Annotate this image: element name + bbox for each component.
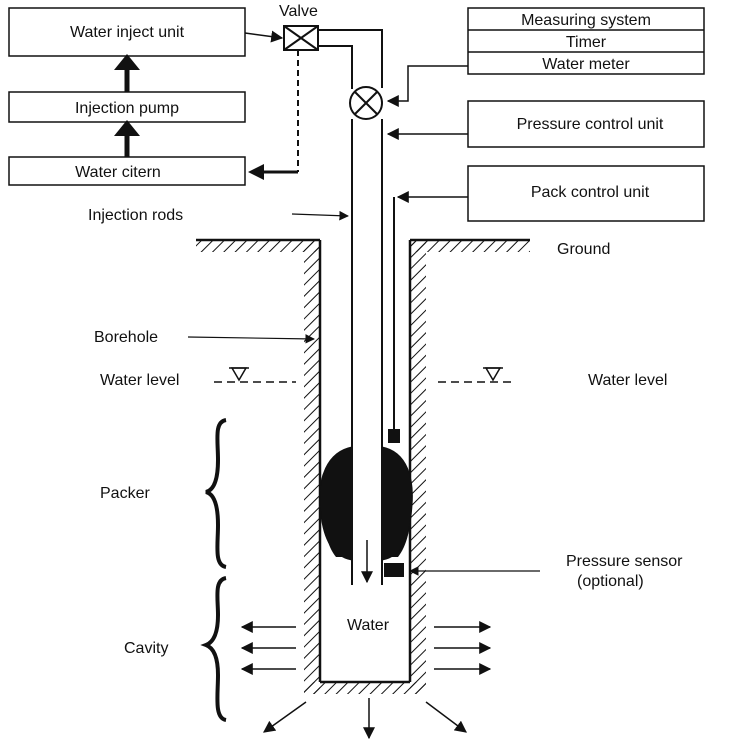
valve-outlet-pipe-inner [318,45,353,88]
measuring-system-group: Measuring system Timer Water meter [467,7,705,75]
packer-brace-icon [205,418,227,569]
packer-body-outline [319,446,413,561]
pressure-sensor-block [384,563,404,577]
ground-surface-right [410,238,530,252]
pressure-sensor-label: Pressure sensor [566,553,683,570]
pack-control-sensor [388,429,400,443]
packer-label: Packer [100,485,150,502]
return-arrow-to-citern [248,164,298,180]
water-meter-label: Water meter [542,56,630,73]
injection-rods-label: Injection rods [88,207,183,224]
valve-outlet-pipe [318,29,383,88]
injection-rods-pointer [291,210,349,221]
measuring-system-label: Measuring system [521,12,651,29]
pack-control-unit-label: Pack control unit [531,184,650,201]
ground-label: Ground [557,241,610,258]
water-level-left-label: Water level [100,372,179,389]
water-meter-connector [386,65,468,107]
seepage-arrows-bottom [263,698,467,740]
seepage-arrows-right [434,621,492,675]
borehole-wall-left [304,240,322,694]
pressure-control-unit-label: Pressure control unit [517,116,664,133]
flow-meter-icon [349,86,383,120]
valve-label: Valve [279,3,318,20]
borehole-wall-right [408,240,426,694]
ground-surface-left [196,238,320,252]
inject-to-valve-arrow [244,30,284,43]
injection-pump-box: Injection pump [8,91,246,123]
water-inject-unit-label: Water inject unit [70,24,185,41]
flow-arrow-pump-to-inject [114,54,140,92]
timer-label: Timer [566,34,607,51]
pressure-control-unit-box: Pressure control unit [467,100,705,148]
water-level-right-label: Water level [588,372,667,389]
water-level-right-marker [438,367,516,383]
water-label: Water [347,617,390,634]
seepage-arrows-left [240,621,296,675]
cavity-label: Cavity [124,640,168,657]
water-citern-box: Water citern [8,156,246,186]
water-level-left-marker [214,367,296,383]
injection-pump-label: Injection pump [75,100,179,117]
borehole-bottom [304,680,426,694]
flow-arrow-citern-to-pump [114,120,140,157]
pack-control-unit-box: Pack control unit [467,165,705,222]
borehole-pointer [187,334,315,344]
borehole-label: Borehole [94,329,158,346]
injection-rods [351,88,383,585]
valve-icon [283,25,319,51]
cavity-brace-icon [200,576,227,722]
water-inject-unit-box: Water inject unit [8,7,246,57]
pressure-sensor-optional-label: (optional) [577,573,644,590]
water-citern-label: Water citern [75,164,161,181]
